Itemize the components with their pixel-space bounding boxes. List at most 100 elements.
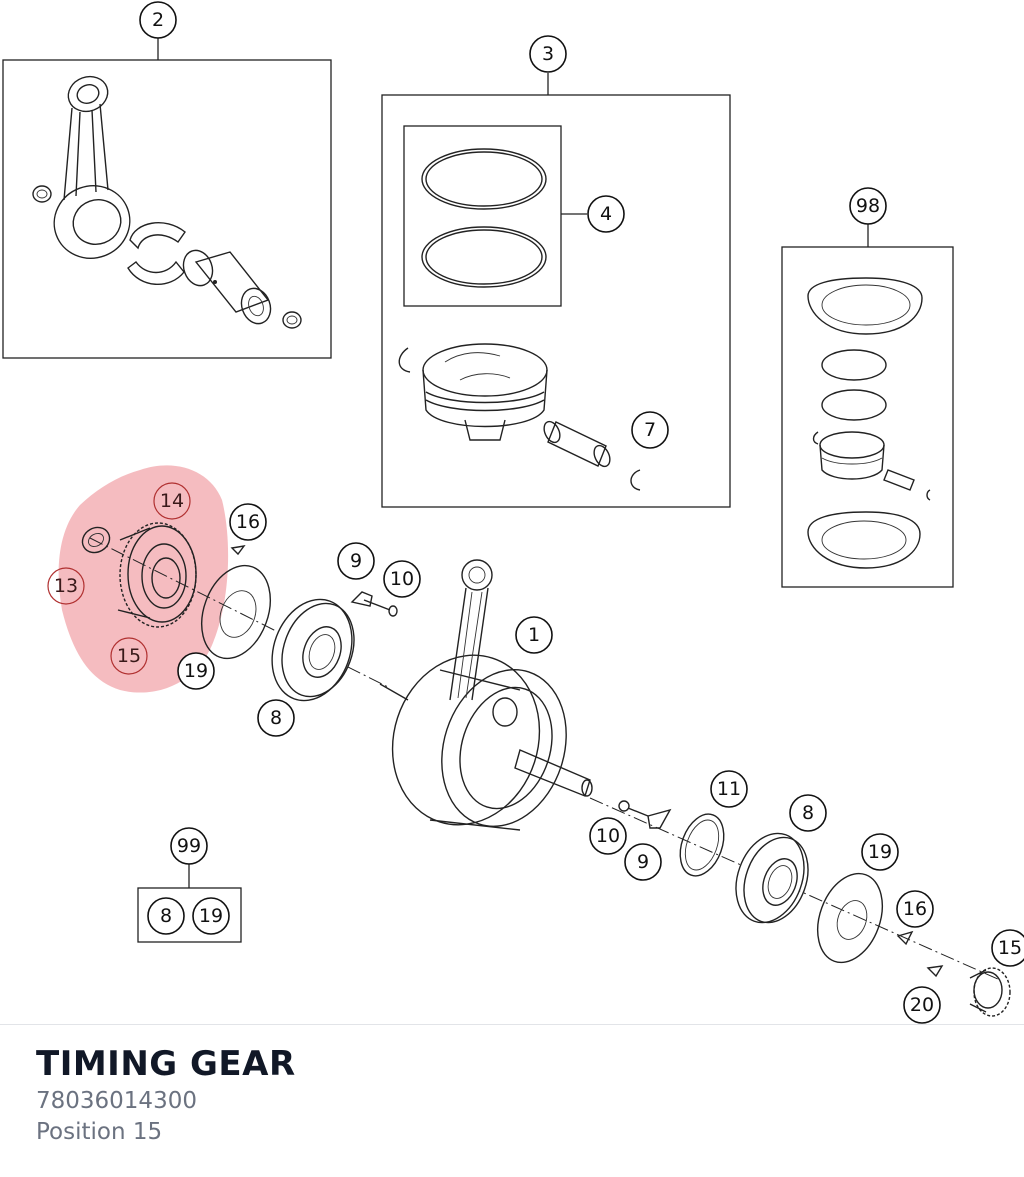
callout-circle (789, 794, 827, 832)
callout-c2[interactable]: 2 (139, 1, 177, 39)
conrod-illustration (32, 75, 131, 259)
callout-circle (896, 890, 934, 928)
piston-illustration (422, 343, 548, 441)
thrust-washer-19a (201, 564, 271, 660)
callout-number: 19 (199, 905, 223, 927)
callout-c20[interactable]: 20 (903, 986, 941, 1024)
callout-c16a[interactable]: 16 (229, 503, 267, 541)
callout-number: 15 (998, 937, 1022, 959)
callout-c11[interactable]: 11 (710, 770, 748, 808)
callout-c9a[interactable]: 9 (337, 542, 375, 580)
footer-divider (0, 1024, 1024, 1025)
callout-circle (337, 542, 375, 580)
callout-circle (147, 897, 185, 935)
callout-c13[interactable]: 13 (47, 567, 85, 605)
callout-c1[interactable]: 1 (515, 616, 553, 654)
callout-number: 16 (236, 511, 260, 533)
callout-c14[interactable]: 14 (153, 482, 191, 520)
callout-number: 3 (542, 43, 554, 65)
callout-number: 16 (903, 898, 927, 920)
callout-c15a[interactable]: 15 (110, 637, 148, 675)
callout-circle (587, 195, 625, 233)
callout-circle (710, 770, 748, 808)
callout-c8a[interactable]: 8 (257, 699, 295, 737)
callout-circle (529, 35, 567, 73)
small-piston (819, 431, 885, 480)
part-position: Position 15 (36, 1119, 163, 1145)
callout-number: 2 (152, 9, 164, 31)
piston-rings (421, 148, 547, 288)
callout-number: 1 (528, 624, 540, 646)
callout-c99_19[interactable]: 19 (192, 897, 230, 935)
callout-circle (192, 897, 230, 935)
highlight-region (58, 465, 229, 693)
callout-circle (849, 187, 887, 225)
callout-c8b[interactable]: 8 (789, 794, 827, 832)
callout-circle (624, 843, 662, 881)
callout-number: 8 (160, 905, 172, 927)
callout-c98[interactable]: 98 (849, 187, 887, 225)
callout-circle (153, 482, 191, 520)
callout-number: 10 (390, 568, 414, 590)
callout-c16b[interactable]: 16 (896, 890, 934, 928)
gasket-kit-group (781, 224, 954, 588)
callout-c99[interactable]: 99 (170, 827, 208, 865)
part-number: 78036014300 (36, 1088, 197, 1114)
callout-circle (257, 699, 295, 737)
piston-pin (543, 420, 611, 468)
shim-11 (679, 813, 725, 877)
callout-circle (589, 817, 627, 855)
crank-pin (182, 249, 272, 325)
lock-plate-9a (350, 591, 373, 607)
callout-circle (110, 637, 148, 675)
main-bearing-right (735, 832, 809, 924)
callout-number: 13 (54, 575, 78, 597)
callout-circle (991, 929, 1024, 967)
callout-number: 19 (184, 660, 208, 682)
conrod-kit-group (2, 36, 332, 359)
callout-number: 8 (270, 707, 282, 729)
callout-number: 4 (600, 203, 612, 225)
callout-circle (47, 567, 85, 605)
callout-number: 98 (856, 195, 880, 217)
callout-c4[interactable]: 4 (587, 195, 625, 233)
callout-number: 10 (596, 825, 620, 847)
callout-number: 14 (160, 490, 184, 512)
screw-10b (618, 800, 649, 817)
callout-c9b[interactable]: 9 (624, 843, 662, 881)
callout-circle (170, 827, 208, 865)
thrust-washer-19b (817, 872, 883, 964)
callout-number: 9 (350, 550, 362, 572)
crankshaft (379, 559, 593, 831)
callout-c99_8[interactable]: 8 (147, 897, 185, 935)
lock-plate-9b (647, 808, 672, 829)
piston-kit-group (381, 73, 731, 508)
callout-c7[interactable]: 7 (631, 411, 669, 449)
callout-circle (631, 411, 669, 449)
callout-circle (515, 616, 553, 654)
timing-gear (117, 522, 197, 628)
callout-c10b[interactable]: 10 (589, 817, 627, 855)
callout-circle (861, 833, 899, 871)
callout-c15b[interactable]: 15 (991, 929, 1024, 967)
bearing-shells (127, 222, 186, 286)
callout-number: 7 (644, 419, 656, 441)
callout-c19b[interactable]: 19 (861, 833, 899, 871)
callout-circle (383, 560, 421, 598)
callout-c3[interactable]: 3 (529, 35, 567, 73)
callout-number: 20 (910, 994, 934, 1016)
callout-number: 15 (117, 645, 141, 667)
screw-10a (363, 599, 398, 617)
callout-number: 9 (637, 851, 649, 873)
part-info: TIMING GEAR 78036014300 Position 15 (36, 1042, 296, 1148)
callout-number: 99 (177, 835, 201, 857)
callout-circle (229, 503, 267, 541)
timing-gear-assembly (81, 522, 271, 660)
callout-c10a[interactable]: 10 (383, 560, 421, 598)
kit-99-box (137, 887, 242, 943)
callout-number: 11 (717, 778, 741, 800)
main-bearing-left (271, 598, 355, 702)
part-title: TIMING GEAR (36, 1044, 296, 1084)
callout-c19a[interactable]: 19 (177, 652, 215, 690)
